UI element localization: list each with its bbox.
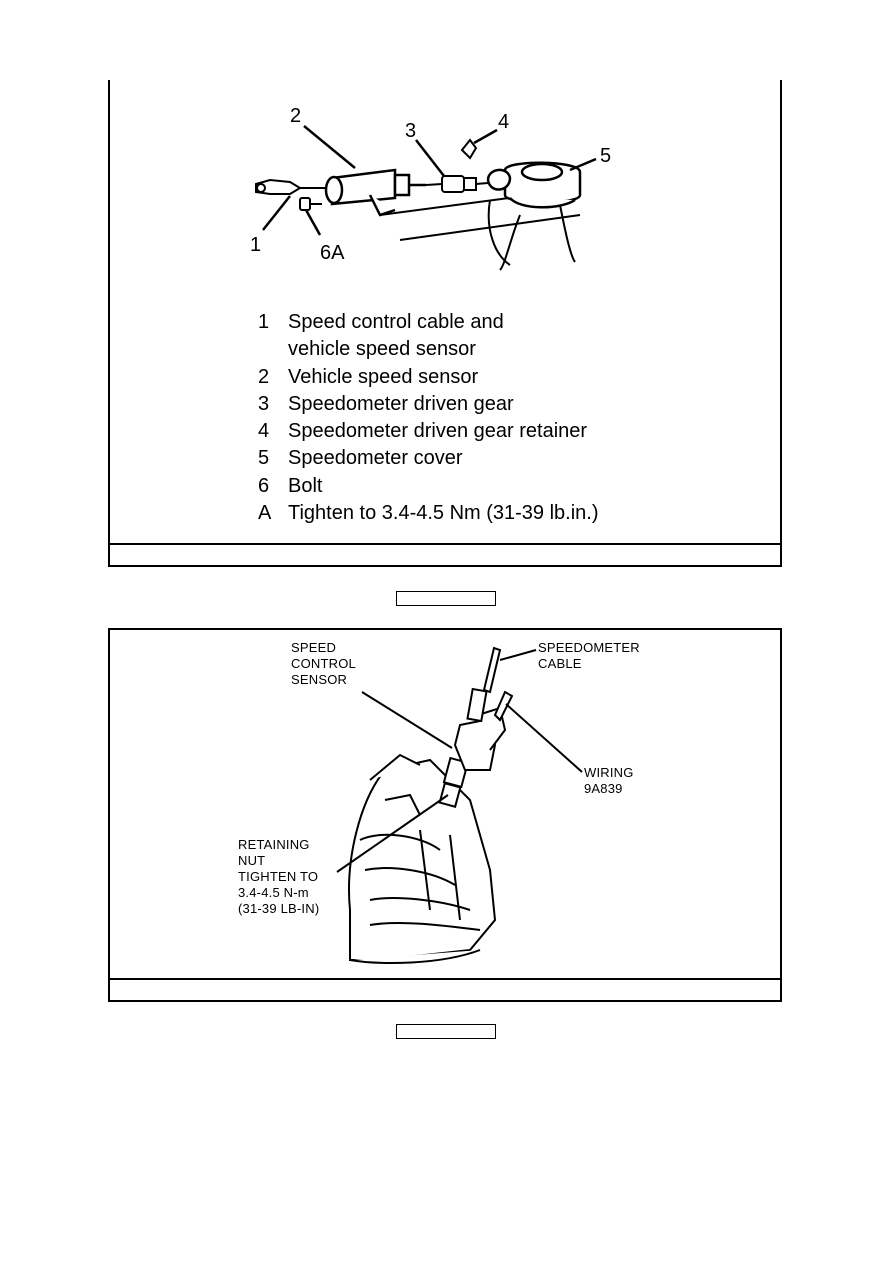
legend-text: Speed control cable and: [288, 311, 504, 333]
retaining-nut-label: RETAINING NUT TIGHTEN TO 3.4-4.5 N-m (31…: [238, 837, 322, 916]
callout-leaders: [262, 125, 597, 236]
callout-1: 1: [250, 234, 261, 256]
label-line: NUT: [238, 853, 265, 868]
legend-text: Speedometer cover: [288, 447, 463, 470]
label-line: 3.4-4.5 N-m: [238, 885, 309, 900]
label-line: TIGHTEN TO: [238, 869, 318, 884]
figure-1-legend: 1 Speed control cable and vehicle speed …: [258, 309, 599, 527]
legend-row: 5 Speedometer cover: [258, 445, 599, 472]
legend-text: Speedometer driven gear: [288, 392, 514, 415]
figure-2-footer-bar: [110, 978, 780, 980]
legend-key: 1: [258, 311, 270, 333]
legend-key: 6: [258, 474, 270, 497]
speedometer-driven-gear: [425, 175, 489, 193]
legend-key: 4: [258, 420, 270, 443]
label-line: WIRING: [584, 765, 634, 780]
legend-row: A Tighten to 3.4-4.5 Nm (31-39 lb.in.): [258, 500, 599, 527]
legend-text: vehicle speed sensor: [288, 338, 476, 361]
legend-key: 2: [258, 365, 270, 388]
callout-4: 4: [498, 111, 509, 133]
speed-control-sensor-label: SPEED CONTROL SENSOR: [291, 640, 359, 687]
legend-row: 4 Speedometer driven gear retainer: [258, 418, 599, 445]
legend-text: Speedometer driven gear retainer: [288, 420, 588, 443]
legend-key: 5: [258, 447, 270, 470]
legend-text: Bolt: [288, 474, 323, 497]
callout-3: 3: [405, 120, 416, 142]
driven-gear-retainer: [460, 138, 478, 160]
callout-5: 5: [600, 145, 611, 167]
speedometer-cable: [482, 646, 502, 694]
label-line: 9A839: [584, 781, 623, 796]
legend-row: vehicle speed sensor: [258, 336, 599, 363]
figure-2-panel: [108, 628, 782, 1002]
callout-2: 2: [290, 105, 301, 127]
wiring-connector: [493, 690, 514, 722]
legend-key: 3: [258, 392, 270, 415]
label-line: SENSOR: [291, 672, 347, 687]
figure-2-illustration: SPEED CONTROL SENSOR SPEEDOMETER CABLE W…: [238, 640, 644, 964]
figure-1-illustration: 2 3 4 5 1 6A: [250, 105, 611, 271]
figure-1-caption-box: [396, 591, 496, 606]
wiring-label: WIRING 9A839: [584, 765, 637, 796]
figure-1-panel: [108, 80, 782, 567]
callout-leaders: [336, 649, 583, 873]
legend-row: 3 Speedometer driven gear: [258, 391, 599, 418]
bolt: [299, 197, 322, 211]
legend-row: 1 Speed control cable and: [258, 309, 599, 336]
label-line: CABLE: [538, 656, 582, 671]
transmission-case: [348, 753, 497, 964]
legend-row: 2 Vehicle speed sensor: [258, 364, 599, 391]
legend-text: Tighten to 3.4-4.5 Nm (31-39 lb.in.): [288, 502, 599, 525]
legend-text: Vehicle speed sensor: [288, 365, 479, 388]
legend-key: A: [258, 502, 272, 525]
legend-key: [258, 336, 288, 363]
speed-control-sensor: [438, 687, 507, 808]
label-line: CONTROL: [291, 656, 356, 671]
callout-6a: 6A: [320, 242, 345, 264]
label-line: (31-39 LB-IN): [238, 901, 319, 916]
label-line: SPEEDOMETER: [538, 640, 640, 655]
label-line: SPEED: [291, 640, 336, 655]
vehicle-speed-sensor: [324, 168, 426, 217]
transmission-housing: [379, 189, 581, 271]
legend-row: 6 Bolt: [258, 473, 599, 500]
speedometer-cover: [486, 161, 582, 209]
figure-1-footer-bar: [110, 543, 780, 545]
figure-2-caption-box: [396, 1024, 496, 1039]
speed-control-cable: [255, 178, 326, 195]
speedometer-cable-label: SPEEDOMETER CABLE: [538, 640, 644, 671]
label-line: RETAINING: [238, 837, 310, 852]
